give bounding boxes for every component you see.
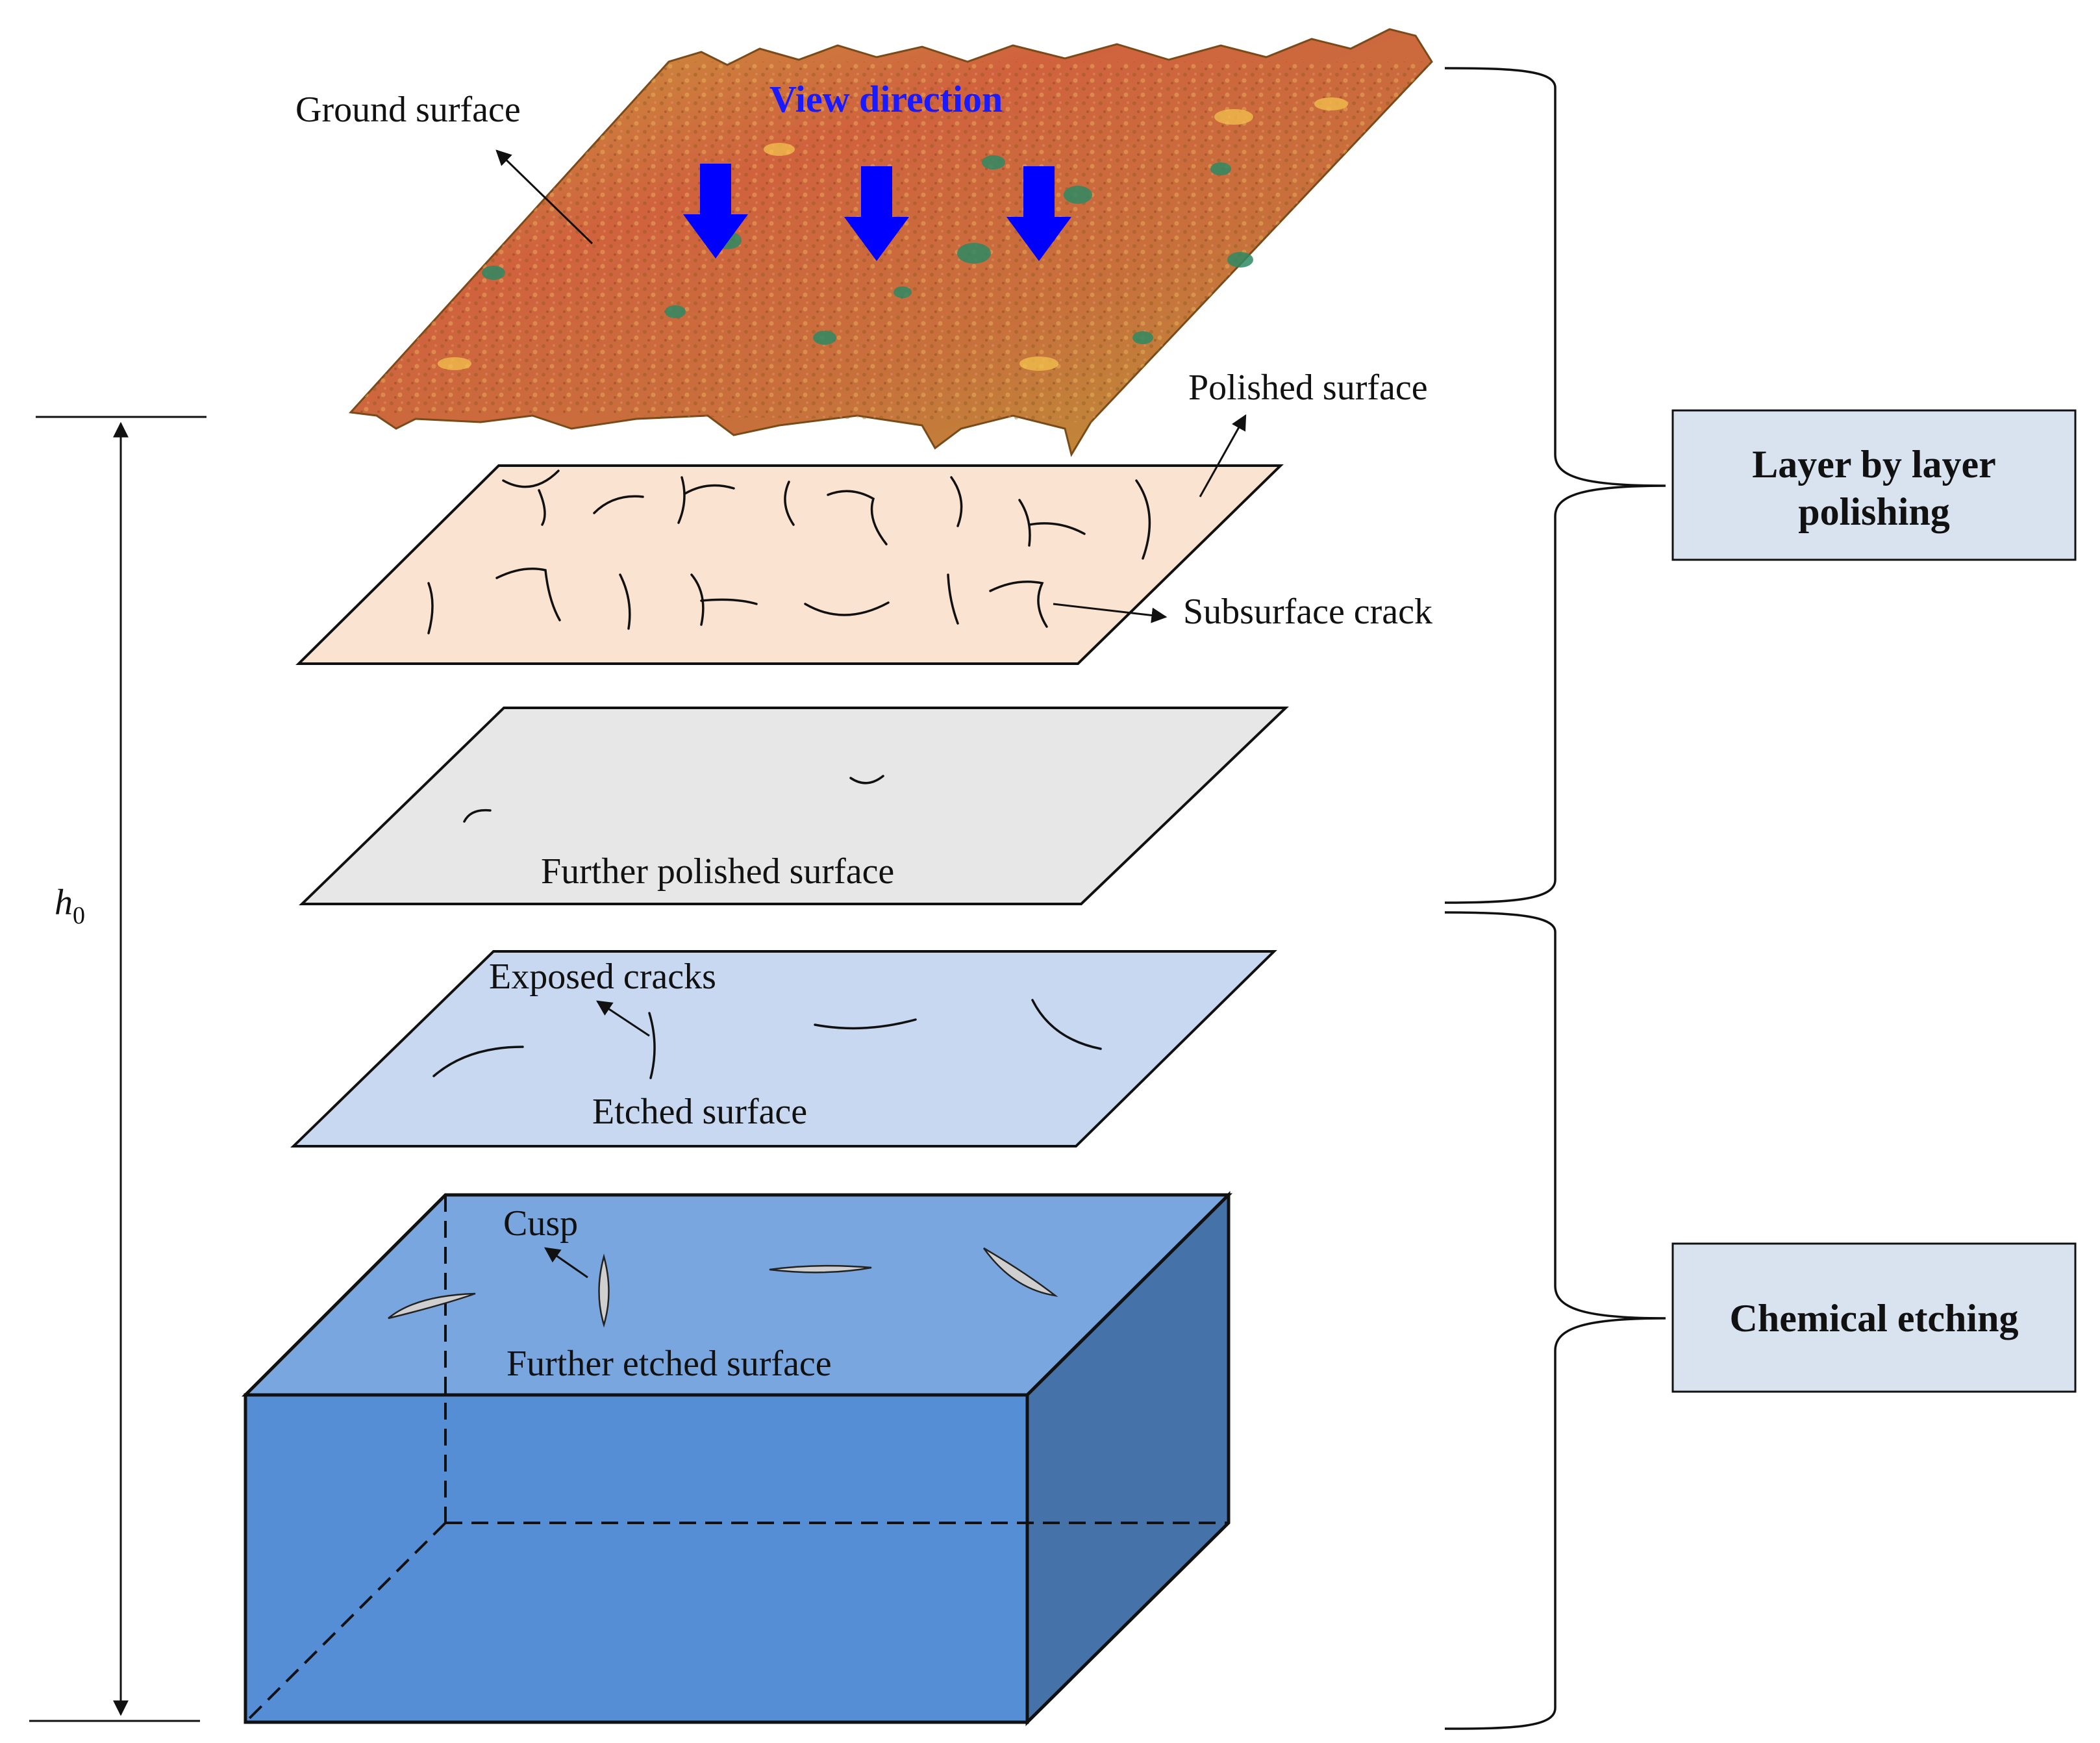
polished-surface-shape bbox=[295, 464, 1284, 665]
stage-label-etching: Chemical etching bbox=[1730, 1297, 2019, 1340]
height-label: h0 bbox=[55, 883, 85, 929]
polished-surface-label: Polished surface bbox=[1188, 368, 1428, 408]
exposed-cracks-label: Exposed cracks bbox=[489, 957, 716, 997]
exposed-crack bbox=[1031, 999, 1102, 1050]
exposed-crack bbox=[432, 1046, 524, 1077]
etched-surface-layer bbox=[290, 950, 1277, 1147]
ground-surface-label: Ground surface bbox=[295, 90, 521, 130]
subsurface-cracks bbox=[427, 470, 1151, 634]
height-dimension: h0 bbox=[29, 416, 206, 1722]
view-direction-arrow-icon bbox=[683, 164, 748, 258]
exposed-crack bbox=[814, 1018, 917, 1030]
etched-surface-label: Etched surface bbox=[592, 1092, 807, 1132]
residual-crack bbox=[849, 775, 884, 784]
stage-box-etching: Chemical etching bbox=[1671, 1242, 2077, 1393]
block-front-face bbox=[244, 1393, 1029, 1724]
view-direction-arrow-icon bbox=[844, 166, 909, 261]
block-hidden-edges bbox=[244, 1195, 1229, 1724]
ground-surface-leader bbox=[495, 149, 594, 245]
further-polished-surface-layer bbox=[299, 707, 1289, 905]
polished-surface-leader bbox=[1199, 414, 1247, 497]
ground-surface-texture bbox=[351, 62, 1432, 422]
subsurface-crack-label: Subsurface crack bbox=[1183, 592, 1432, 632]
view-direction-label: View direction bbox=[769, 78, 1003, 120]
cusp-leader bbox=[544, 1247, 588, 1279]
etched-surface-shape bbox=[290, 950, 1277, 1147]
cusp-label: Cusp bbox=[503, 1203, 578, 1244]
view-direction-arrow-icon bbox=[1006, 166, 1071, 261]
etching-brace bbox=[1444, 911, 1666, 1730]
stage-label-polishing-line1: Layer by layer bbox=[1752, 443, 1996, 486]
residual-crack bbox=[463, 809, 492, 823]
exposed-cracks-leader bbox=[595, 1000, 650, 1037]
stage-label-polishing-line2: polishing bbox=[1798, 490, 1949, 533]
ground-surface-layer bbox=[348, 28, 1433, 457]
further-polished-surface-shape bbox=[299, 707, 1289, 905]
further-polished-surface-label: Further polished surface bbox=[541, 851, 894, 892]
exposed-crack bbox=[648, 1012, 656, 1079]
further-etched-surface-label: Further etched surface bbox=[506, 1344, 832, 1384]
cusps bbox=[388, 1247, 1058, 1328]
ground-surface-ridges bbox=[438, 97, 1348, 371]
view-direction-arrows bbox=[683, 164, 1071, 261]
stage-box-polishing: Layer by layer polishing bbox=[1671, 409, 2077, 561]
polished-surface-layer bbox=[295, 464, 1284, 665]
subsurface-crack-leader bbox=[1053, 603, 1168, 623]
further-etched-block bbox=[241, 1190, 1233, 1726]
polishing-brace bbox=[1444, 67, 1666, 904]
